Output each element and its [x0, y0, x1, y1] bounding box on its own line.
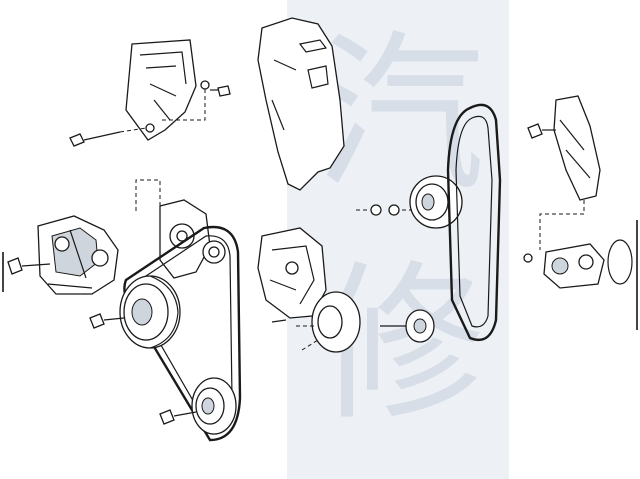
crankshaft-pulley	[119, 275, 181, 349]
crank-pulley-bolt	[89, 313, 125, 329]
water-pump	[523, 243, 605, 289]
camshaft-pulley	[409, 175, 463, 229]
left-edge-line	[2, 252, 4, 292]
rear-timing-cover	[257, 227, 327, 323]
small-screw-top	[210, 85, 231, 97]
timing-gear	[380, 309, 435, 343]
upper-right-bracket	[527, 95, 601, 250]
right-edge-line	[636, 220, 638, 330]
pump-gasket-ring	[607, 239, 633, 285]
tensioner-bolt	[7, 257, 51, 275]
timing-belt	[446, 103, 502, 342]
lower-pulley	[191, 377, 237, 435]
upper-bracket	[125, 39, 210, 141]
tensioner-assembly	[37, 215, 119, 295]
crank-sprocket	[296, 291, 361, 353]
lower-pulley-bolt	[159, 409, 197, 425]
timing-belt-cover	[257, 17, 345, 191]
cam-nut-pair	[356, 204, 412, 216]
bracket-bolt	[69, 127, 147, 147]
